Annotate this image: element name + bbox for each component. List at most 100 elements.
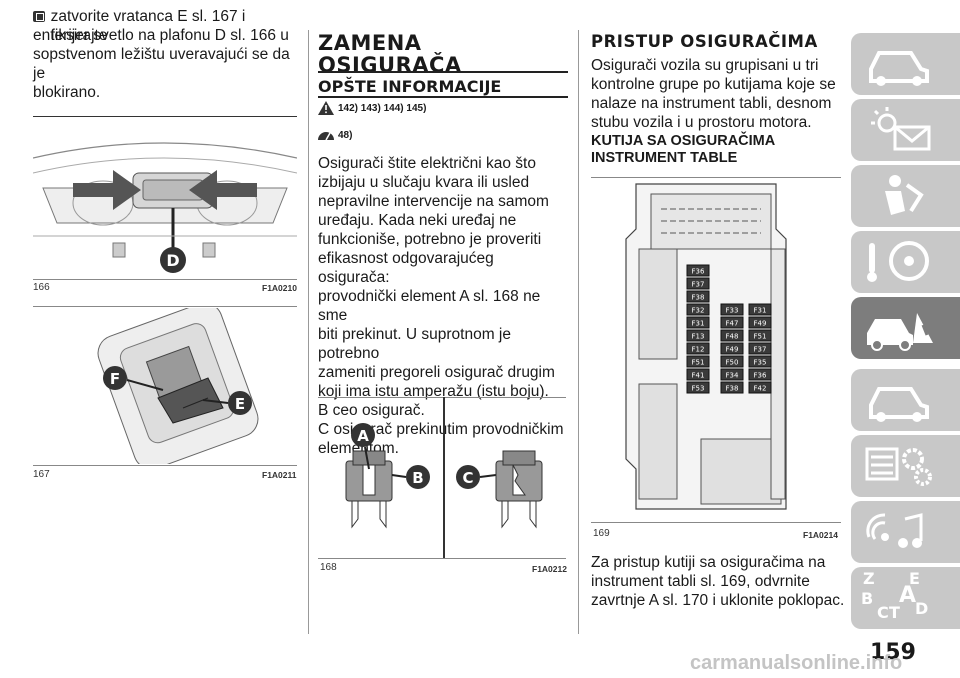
figure-169-top-rule [591, 177, 841, 178]
steering-wheel-icon [867, 241, 929, 282]
fuse-label: F42 [754, 385, 767, 393]
fuse-slot [686, 355, 710, 368]
text-line: Osigurači štite električni kao što [318, 155, 536, 172]
section-title-access: PRISTUP OSIGURAČIMA [591, 32, 818, 51]
title-rule [318, 71, 568, 73]
figure-169-number: 169 [593, 528, 610, 539]
fuse-slot [686, 342, 710, 355]
maintenance-tab[interactable] [851, 369, 960, 431]
text-line: kontrolne grupe po kutijama koje se [591, 76, 836, 93]
fuse-label: F38 [692, 294, 705, 302]
callout-e: E [235, 395, 245, 413]
warning-triangle-icon [318, 101, 334, 115]
figure-168-bottom-rule [318, 558, 566, 559]
figure-169-code: F1A0214 [803, 530, 838, 540]
fuse-label: F51 [692, 359, 705, 367]
figure-166-top-rule [33, 116, 297, 117]
text-line: biti prekinut. U suprotnom je potrebno [318, 326, 511, 362]
fuse-slot [720, 303, 744, 316]
callout-c: C [462, 469, 473, 487]
page-title: ZAMENA OSIGURAČA [318, 31, 462, 77]
fuse-label: F34 [726, 372, 739, 380]
fuse-slot [686, 316, 710, 329]
fuse-slot [748, 329, 772, 342]
warning-ref-2: 48) [318, 128, 352, 142]
callout-a: A [357, 427, 369, 445]
fuse-slot [686, 264, 710, 277]
fuse-slot [720, 342, 744, 355]
dashboard-car-tab[interactable] [851, 33, 960, 95]
fuse-label: F37 [692, 281, 705, 289]
text-line: stubu vozila i u prostoru motora. [591, 114, 812, 131]
main-paragraph: Osigurači štite električni kao što izbij… [318, 154, 568, 458]
figure-167-bottom-rule [33, 465, 297, 466]
fuse-slot [686, 277, 710, 290]
fuse-slot [748, 368, 772, 381]
fuse-label: F31 [692, 320, 705, 328]
figure-168-top-rule [318, 397, 566, 398]
text-line: izbijaju u slučaju kvara ili usled [318, 174, 530, 191]
watermark-footer: carmanualsonline.info [690, 652, 903, 674]
intro-paragraph: Osigurači vozila su grupisani u tri kont… [591, 56, 836, 132]
fuse-slot [748, 316, 772, 329]
fuse-label: F35 [754, 359, 767, 367]
figure-167-top-rule [33, 306, 297, 307]
figure-169-bottom-rule [591, 522, 841, 523]
fuse-slot [686, 290, 710, 303]
figure-168-divider [443, 397, 445, 558]
text-line: zavrtnje A sl. 170 i uklonite poklopac. [591, 592, 845, 609]
fuse-slot [720, 329, 744, 342]
index-tab[interactable]: Z E B A C T D [851, 567, 960, 629]
fuse-slot [720, 355, 744, 368]
driving-tab[interactable] [851, 231, 960, 293]
figure-166-image: D [33, 118, 297, 278]
fuse-label: F12 [692, 346, 705, 354]
fuse-label: F33 [726, 307, 739, 315]
column-divider [308, 30, 309, 634]
fuse-slot [748, 355, 772, 368]
figure-167-code: F1A0211 [262, 470, 297, 480]
checkbox-bullet-icon [33, 11, 45, 22]
fuse-label: F49 [754, 320, 767, 328]
subheading-line: INSTRUMENT TABLE [591, 150, 738, 166]
fuse-slot [720, 316, 744, 329]
figure-166-code: F1A0210 [262, 283, 297, 293]
multimedia-tab[interactable] [851, 501, 960, 563]
bullet-text: zatvorite vratanca E sl. 167 i fiksirajt… [50, 8, 246, 44]
text-line: blokirano. [33, 84, 101, 101]
seat-airbag-icon [885, 175, 924, 215]
fuse-label: F37 [754, 346, 767, 354]
fuse-label: F47 [726, 320, 739, 328]
section-subtitle: OPŠTE INFORMACIJE [318, 77, 502, 96]
gears-data-icon [865, 447, 932, 486]
callout-b: B [412, 469, 423, 487]
fuse-slot [686, 329, 710, 342]
fuse-label: F38 [726, 385, 739, 393]
text-line: uređaju. Kada neki uređaj ne [318, 212, 517, 229]
text-line: enterijer svetlo na plafonu D sl. 166 u [33, 27, 289, 44]
technical-data-tab[interactable] [851, 435, 960, 497]
fuse-label: F13 [692, 333, 705, 341]
text-line: sopstvenom ležištu uveravajući se da je [33, 46, 290, 82]
fuse-label: F49 [726, 346, 739, 354]
fuse-label: F50 [726, 359, 739, 367]
fuse-label: F48 [726, 333, 739, 341]
fuse-slot [686, 381, 710, 394]
fuse-label: F32 [692, 307, 705, 315]
music-signal-icon [866, 513, 923, 548]
text-line: provodnički element A sl. 168 ne sme [318, 288, 541, 324]
safety-tab[interactable] [851, 165, 960, 227]
figure-167-number: 167 [33, 469, 50, 480]
text-line: nepravilne intervencije na samom [318, 193, 549, 210]
text-line: koji ima istu amperažu (istu boju). [318, 383, 549, 400]
text-line: funkcioniše, potrebno je proveriti [318, 231, 542, 248]
text-line: B ceo osigurač. [318, 402, 425, 419]
fuse-slot [686, 368, 710, 381]
text-line: nalaze na instrument tabli, desnom [591, 95, 832, 112]
lights-warning-tab[interactable] [851, 99, 960, 161]
fuse-slot [748, 303, 772, 316]
emergency-tab[interactable] [851, 297, 960, 359]
fuse-label: F41 [692, 372, 705, 380]
text-line: Za pristup kutiji sa osiguračima na [591, 554, 826, 571]
text-line: C osigurač prekinutim provodničkim [318, 421, 564, 438]
